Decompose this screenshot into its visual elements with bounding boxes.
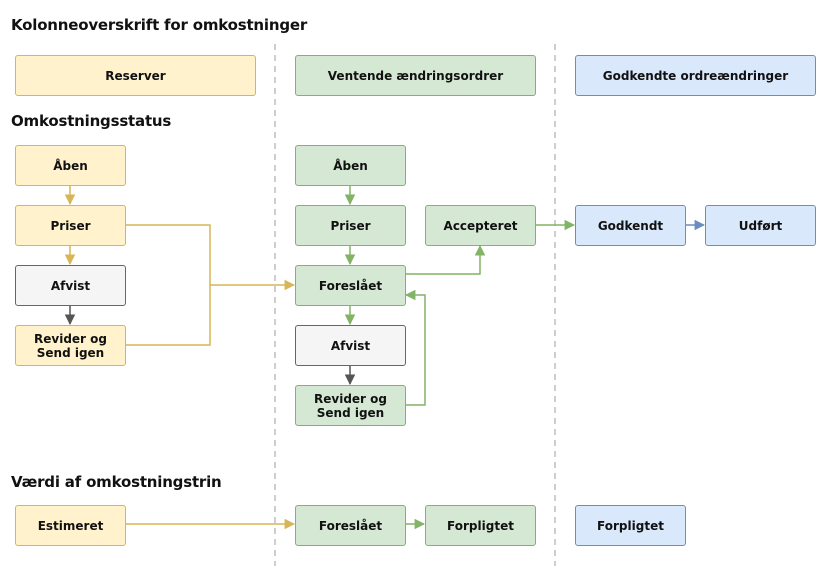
approved-executed-node: Udført	[705, 205, 816, 246]
value-committed-approved-node: Forpligtet	[575, 505, 686, 546]
column-header-pending: Ventende ændringsordrer	[295, 55, 536, 96]
reserves-revise-node: Revider og Send igen	[15, 325, 126, 366]
pending-rejected-node: Afvist	[295, 325, 406, 366]
reserves-open-node: Åben	[15, 145, 126, 186]
arrow-revise-to-proposed	[404, 289, 426, 406]
column-header-approved: Godkendte ordreændringer	[575, 55, 816, 96]
reserves-pricing-node: Priser	[15, 205, 126, 246]
value-committed-pending-node: Forpligtet	[425, 505, 536, 546]
arrow-revise-to-proposed	[125, 285, 211, 346]
value-heading: Værdi af omkostningstrin	[11, 473, 222, 491]
value-proposed-node: Foreslået	[295, 505, 406, 546]
status-heading: Omkostningsstatus	[11, 112, 172, 130]
arrow-pricing-to-proposed	[125, 224, 296, 291]
reserves-rejected-node: Afvist	[15, 265, 126, 306]
pending-revise-node: Revider og Send igen	[295, 385, 406, 426]
pending-open-node: Åben	[295, 145, 406, 186]
approved-approved-node: Godkendt	[575, 205, 686, 246]
column-header-reserves: Reserver	[15, 55, 256, 96]
arrow-proposed-to-accepted	[405, 244, 486, 275]
pending-accepted-node: Accepteret	[425, 205, 536, 246]
value-estimated-node: Estimeret	[15, 505, 126, 546]
columns-heading: Kolonneoverskrift for omkostninger	[11, 16, 308, 34]
pending-proposed-node: Foreslået	[295, 265, 406, 306]
pending-pricing-node: Priser	[295, 205, 406, 246]
